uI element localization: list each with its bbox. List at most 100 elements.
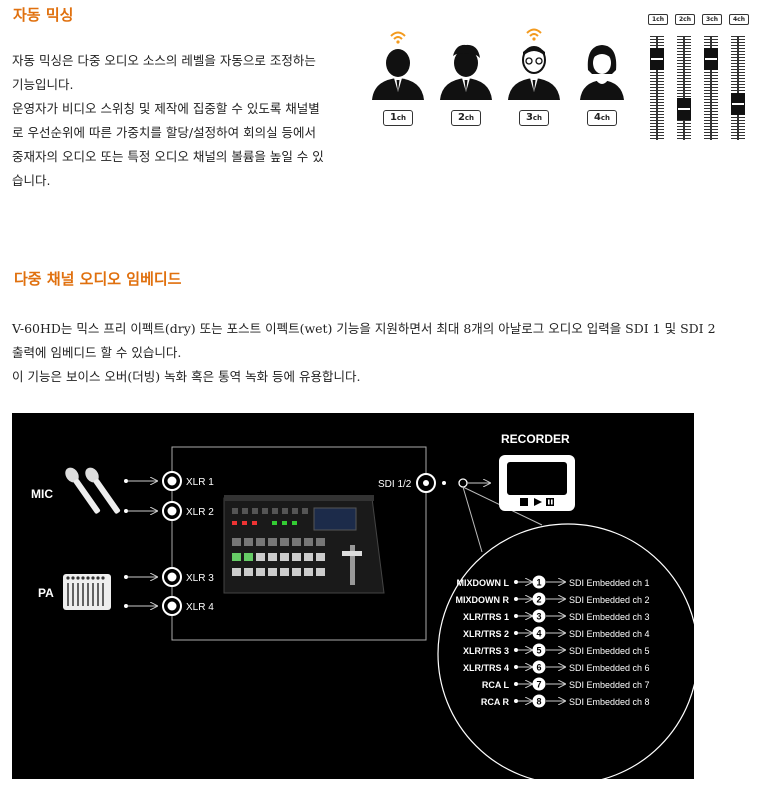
xlr-input-2: XLR 2 [124,501,214,521]
routing-destination: SDI Embedded ch 3 [569,612,650,622]
channel-number: 6 [536,663,541,673]
fader-knob [650,48,664,70]
fader-label: 3ch [702,14,722,25]
routing-destination: SDI Embedded ch 8 [569,697,650,707]
routing-row: XLR/TRS 2 4 SDI Embedded ch 4 [463,626,650,640]
channel-number-badge [532,609,546,623]
recorder-label: RECORDER [501,432,570,446]
routing-row: MIXDOWN R 2 SDI Embedded ch 2 [456,592,650,606]
fader-knob [704,48,718,70]
xlr-label: XLR 1 [186,477,214,488]
routing-row: XLR/TRS 1 3 SDI Embedded ch 3 [463,609,650,623]
multichannel-description: V-60HD는 믹스 프리 이펙트(dry) 또는 포스트 이펙트(wet) 기… [12,317,762,389]
channel-badge: 4ch [587,110,617,126]
routing-destination: SDI Embedded ch 5 [569,646,650,656]
routing-destination: SDI Embedded ch 2 [569,595,650,605]
routing-source: XLR/TRS 3 [463,646,509,656]
channel-number: 8 [536,697,541,707]
routing-row: XLR/TRS 3 5 SDI Embedded ch 5 [463,643,650,657]
channel-number-badge [532,626,546,640]
sdi-label: SDI 1/2 [378,479,412,490]
speaker-icon [440,44,492,100]
description-line: V-60HD는 믹스 프리 이펙트(dry) 또는 포스트 이펙트(wet) 기… [12,321,716,336]
routing-row: RCA L 7 SDI Embedded ch 7 [482,677,650,691]
description-line: 기능입니다. [12,77,74,92]
description-line: 로 우선순위에 따른 가중치를 할당/설정하여 회의실 등에서 [12,125,317,140]
section-title-auto-mixing: 자동 믹싱 [13,6,74,24]
routing-destination: SDI Embedded ch 6 [569,663,650,673]
description-line: 자동 믹싱은 다중 오디오 소스의 레벨을 자동으로 조정하는 [12,53,316,68]
speaker-2: 2ch [438,22,498,132]
fader-1: 1ch [648,14,668,140]
fader-label: 4ch [729,14,749,25]
microphone-icon [65,467,121,514]
channel-number: 3 [536,612,541,622]
mic-label: MIC [31,487,53,501]
channel-number: 5 [536,646,541,656]
routing-source: XLR/TRS 2 [463,629,509,639]
routing-source: MIXDOWN L [457,578,510,588]
channel-number: 2 [536,595,541,605]
switcher-device-icon [223,495,385,594]
routing-source: RCA R [481,697,510,707]
routing-row: MIXDOWN L 1 SDI Embedded ch 1 [457,575,650,589]
description-line: 중재자의 오디오 또는 특정 오디오 채널의 볼륨을 높일 수 있 [12,149,324,164]
channel-number-badge [532,660,546,674]
channel-number: 7 [536,680,541,690]
routing-row: XLR/TRS 4 6 SDI Embedded ch 6 [463,660,650,674]
channel-badge: 1ch [383,110,413,126]
description-line: 습니다. [12,173,51,188]
channel-badge: 3ch [519,110,549,126]
fader-4: 4ch [729,14,749,140]
fader-2: 2ch [675,14,695,140]
speaker-with-signal-icon [508,28,560,100]
section-title-multichannel-embedded: 다중 채널 오디오 임베디드 [14,270,182,288]
speaker-3: 3ch [506,22,566,132]
fader-knob [677,98,691,120]
description-line: 출력에 임베디드 할 수 있습니다. [12,345,182,360]
channel-number: 1 [536,578,541,588]
routing-row: RCA R 8 SDI Embedded ch 8 [481,694,650,708]
channel-number-badge [532,643,546,657]
routing-destination: SDI Embedded ch 4 [569,629,650,639]
routing-destination: SDI Embedded ch 1 [569,578,650,588]
channel-number-badge [532,592,546,606]
speaker-illustration: 1ch 2ch 3ch [370,22,630,132]
female-speaker-icon [580,45,624,100]
fader-3: 3ch [702,14,722,140]
unit-boundary [171,446,427,641]
pa-label: PA [38,586,54,600]
auto-mixing-description: 자동 믹싱은 다중 오디오 소스의 레벨을 자동으로 조정하는 기능입니다. 운… [12,49,367,193]
channel-number-badge [532,677,546,691]
routing-source: RCA L [482,680,510,690]
routing-source: XLR/TRS 1 [463,612,509,622]
fader-illustration: 1ch 2ch 3ch 4ch [645,14,750,140]
routing-callout [437,523,694,779]
sdi-output-connector [416,473,543,553]
diagram-canvas: MIC PA [31,432,694,779]
routing-destination: SDI Embedded ch 7 [569,680,650,690]
xlr-input-4: XLR 4 [124,596,214,616]
xlr-label: XLR 2 [186,507,214,518]
speaker-1: 1ch [370,22,430,132]
channel-number-badge [532,694,546,708]
xlr-input-1: XLR 1 [124,471,214,491]
fader-label: 1ch [648,14,668,25]
audio-embed-diagram: MIC PA [12,413,694,779]
routing-source: MIXDOWN R [456,595,510,605]
xlr-input-3: XLR 3 [124,567,214,587]
channel-number: 4 [536,629,541,639]
description-line: 이 기능은 보이스 오버(더빙) 녹화 혹은 통역 녹화 등에 유용합니다. [12,369,361,384]
xlr-label: XLR 4 [186,602,214,613]
fader-knob [731,93,745,115]
recorder-icon [499,455,575,511]
channel-number-badge [532,575,546,589]
fader-label: 2ch [675,14,695,25]
description-line: 운영자가 비디오 스위칭 및 제작에 집중할 수 있도록 채널별 [12,101,320,116]
mixer-console-icon [63,574,111,610]
channel-badge: 2ch [451,110,481,126]
speaker-4: 4ch [574,22,634,132]
routing-source: XLR/TRS 4 [463,663,509,673]
xlr-label: XLR 3 [186,573,214,584]
